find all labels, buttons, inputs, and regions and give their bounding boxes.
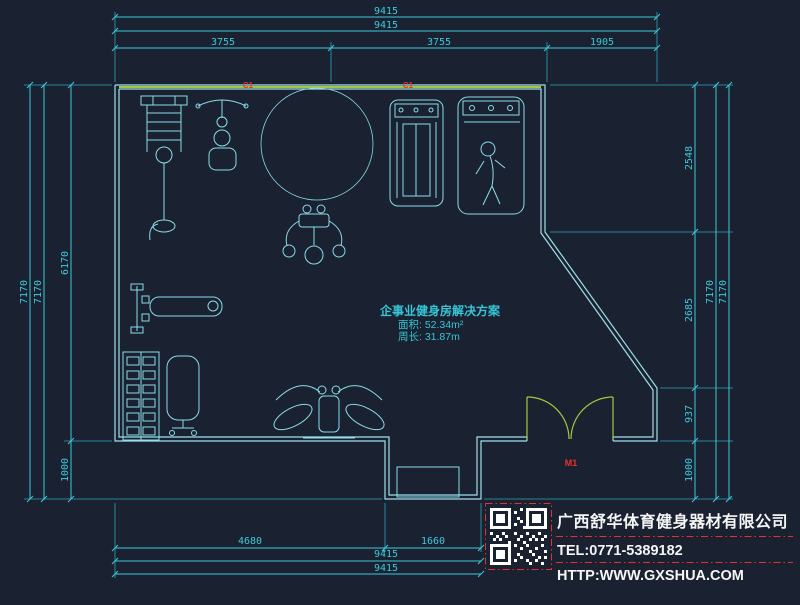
room-walls — [114, 84, 658, 500]
equip-treadmill-1 — [389, 99, 444, 207]
equip-dumbbell-rack — [122, 351, 160, 441]
dim-top-total-2: 9415 — [374, 20, 398, 31]
dim-right-total-1: 7170 — [705, 280, 716, 304]
dim-right-seg-3: 937 — [684, 405, 695, 423]
dim-top-total-1: 9415 — [374, 6, 398, 17]
dim-left-bay: 1000 — [60, 458, 71, 482]
door-tag: M1 — [565, 458, 578, 468]
dim-bottom-total-2: 9415 — [374, 563, 398, 574]
plan-title: 企事业健身房解决方案 — [379, 303, 501, 318]
company-website: HTTP:WWW.GXSHUA.COM — [557, 568, 744, 584]
plan-area: 面积: 52.34m² — [398, 319, 464, 331]
dim-left-total-1: 7170 — [19, 280, 30, 304]
company-block: 广西舒华体育健身器材有限公司 TEL:0771-5389182 HTTP:WWW… — [485, 503, 793, 584]
dim-top-seg-1: 3755 — [211, 37, 235, 48]
dim-top-seg-2: 3755 — [427, 37, 451, 48]
dim-right-seg-1: 2548 — [684, 146, 695, 170]
dim-bottom-total-1: 9415 — [374, 549, 398, 560]
dim-left-wall: 6170 — [60, 251, 71, 275]
dim-right-total-2: 7170 — [718, 280, 729, 304]
equip-free-area-circle — [260, 87, 374, 201]
window-tag-2: C1 — [403, 81, 414, 90]
equip-mat — [396, 466, 460, 498]
equip-exercise-bike — [195, 99, 249, 171]
dimension-lines — [26, 13, 733, 578]
plan-perimeter: 周长: 31.87m — [398, 331, 460, 343]
plan-info: 企事业健身房解决方案 面积: 52.34m² 周长: 31.87m — [379, 303, 501, 343]
company-name: 广西舒华体育健身器材有限公司 — [557, 512, 788, 531]
window-tag-1: C1 — [243, 81, 254, 90]
company-frame-lines — [485, 503, 793, 570]
equip-bench-press — [130, 283, 223, 334]
equipment — [122, 87, 525, 498]
annotation-tags: C1 C1 M1 — [243, 81, 577, 468]
equip-elliptical-trainer — [273, 385, 385, 439]
entry-door — [526, 396, 614, 440]
company-tel: TEL:0771-5389182 — [557, 543, 683, 559]
equip-flat-bench — [166, 355, 200, 436]
equip-pec-deck — [282, 204, 346, 265]
dim-bottom-seg-2: 1660 — [421, 536, 445, 547]
dimension-labels: 9415 9415 3755 3755 1905 7170 7170 6170 … — [19, 6, 729, 574]
dim-right-seg-2: 2685 — [684, 298, 695, 322]
qr-code — [490, 508, 547, 565]
dim-top-seg-3: 1905 — [590, 37, 614, 48]
dim-bottom-seg-1: 4680 — [238, 536, 262, 547]
equip-multi-press — [140, 95, 188, 241]
dim-left-total-2: 7170 — [33, 280, 44, 304]
equip-treadmill-2 — [457, 96, 525, 215]
dim-right-seg-4: 1000 — [684, 458, 695, 482]
dimension-extension-lines — [24, 12, 733, 578]
